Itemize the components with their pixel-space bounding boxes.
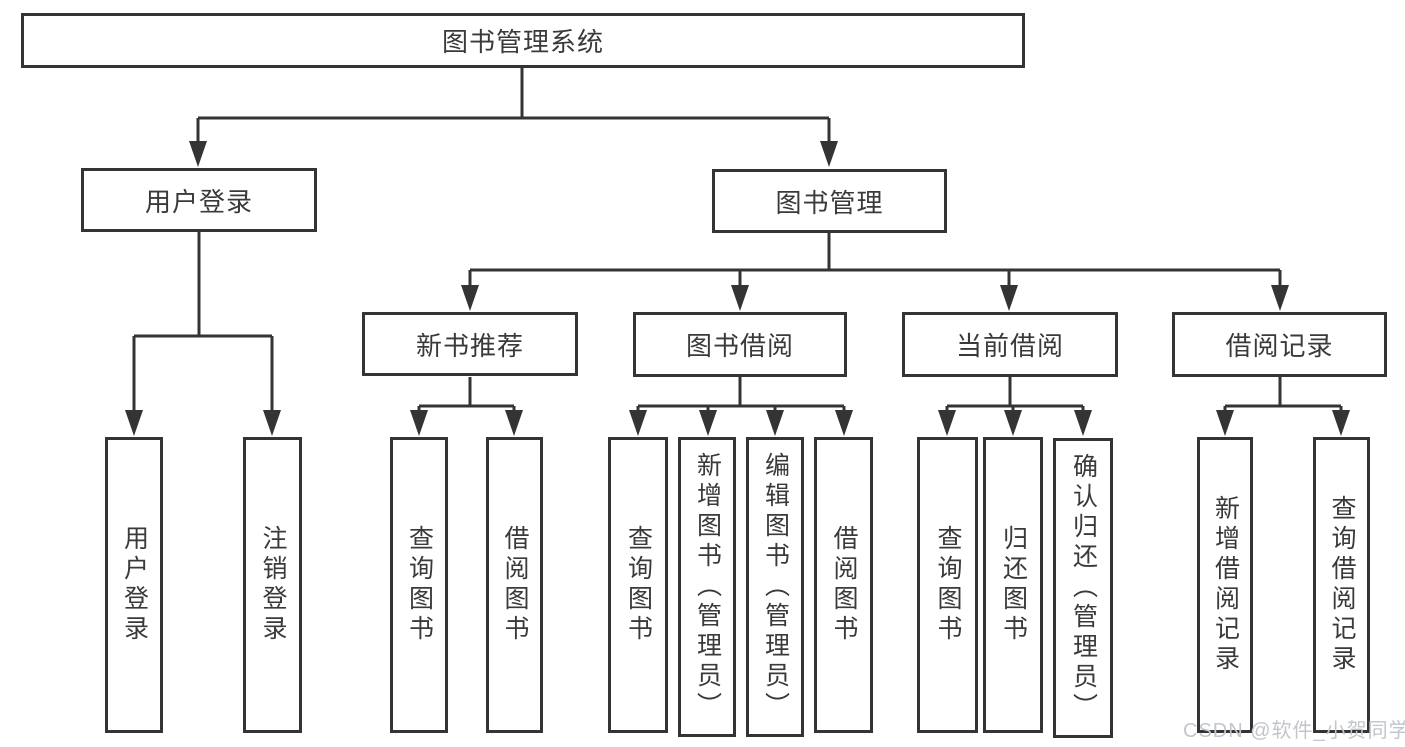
node-label: 借阅记录: [1225, 331, 1334, 361]
leaf-br-query-record: 查询借阅记录: [1313, 437, 1370, 733]
node-user-login-group: 用户登录: [81, 168, 317, 232]
node-label: 用户登录: [144, 186, 253, 217]
node-label: 新书推荐: [415, 330, 524, 361]
node-label: 借阅图书: [830, 525, 858, 645]
watermark: CSDN @软件_小贺同学: [1183, 720, 1405, 742]
leaf-br-add-record: 新增借阅记录: [1197, 437, 1253, 733]
node-label: 查询图书: [405, 525, 434, 645]
node-label: 确认归还（管理员）: [1069, 453, 1098, 723]
node-book-borrowing: 图书借阅: [633, 312, 847, 377]
node-label: 图书借阅: [685, 331, 794, 361]
node-label: 图书管理: [775, 187, 884, 218]
node-borrowing-records: 借阅记录: [1172, 312, 1387, 377]
leaf-nb-query-books: 查询图书: [390, 437, 448, 733]
node-label: 新增借阅记录: [1211, 495, 1240, 675]
leaf-bb-add-books-admin: 新增图书（管理员）: [678, 437, 736, 737]
leaf-cb-query-books: 查询图书: [917, 437, 978, 733]
node-book-management: 图书管理: [712, 169, 947, 233]
node-label: 查询借阅记录: [1328, 495, 1356, 675]
node-label: 归还图书: [999, 525, 1028, 645]
node-label: 查询图书: [624, 525, 653, 645]
leaf-cb-return-books: 归还图书: [983, 437, 1043, 733]
leaf-logout: 注销登录: [243, 437, 302, 733]
node-label: 查询图书: [934, 525, 962, 645]
node-label: 注销登录: [259, 525, 287, 645]
node-label: 借阅图书: [501, 525, 529, 645]
node-current-borrowing: 当前借阅: [902, 312, 1118, 377]
node-label: 编辑图书（管理员）: [761, 452, 790, 722]
leaf-bb-borrow-books: 借阅图书: [814, 437, 873, 733]
node-library-management-system: 图书管理系统: [21, 13, 1025, 68]
leaf-user-login: 用户登录: [105, 437, 163, 733]
leaf-bb-edit-books-admin: 编辑图书（管理员）: [746, 437, 804, 737]
node-new-book-recommendation: 新书推荐: [362, 312, 578, 376]
node-label: 新增图书（管理员）: [693, 452, 722, 722]
node-label: 当前借阅: [955, 331, 1064, 361]
node-label: 用户登录: [120, 525, 149, 645]
leaf-nb-borrow-books: 借阅图书: [486, 437, 543, 733]
leaf-bb-query-books: 查询图书: [608, 437, 668, 733]
leaf-cb-confirm-return-admin: 确认归还（管理员）: [1053, 438, 1113, 738]
node-label: 图书管理系统: [441, 27, 604, 57]
